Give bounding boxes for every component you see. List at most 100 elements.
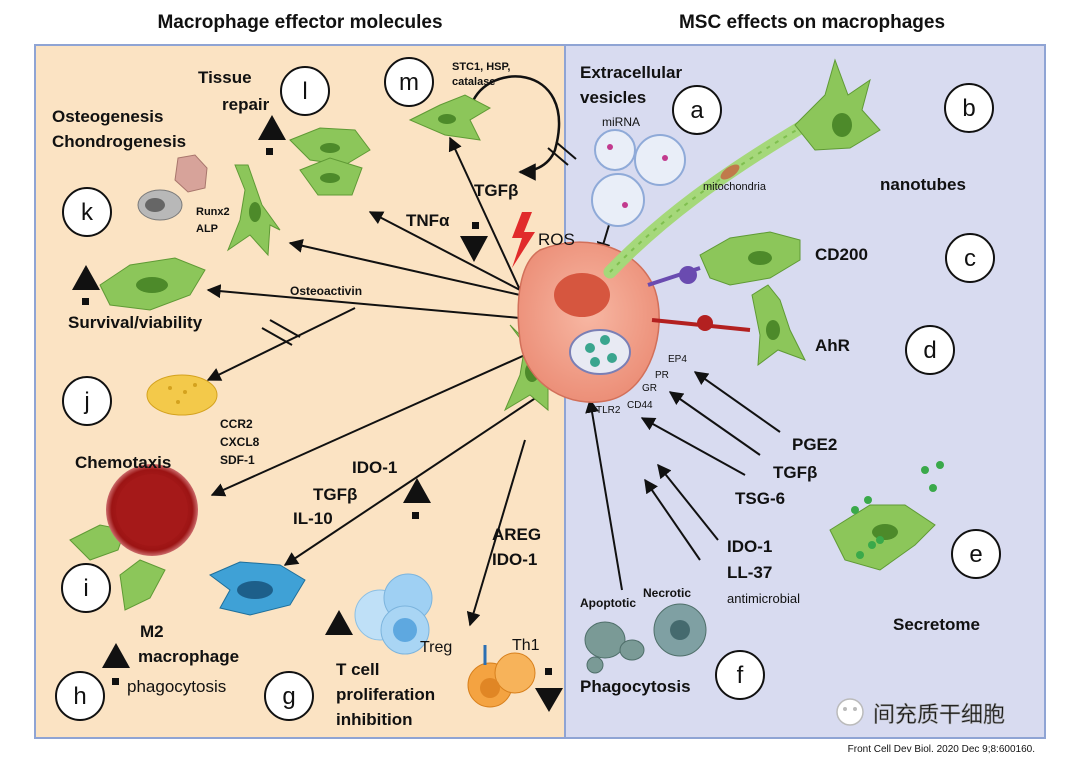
label-sdf1: SDF-1 <box>220 453 255 467</box>
label-m2: M2 <box>140 622 164 641</box>
panel-i: i <box>83 575 88 602</box>
label-inhibition: inhibition <box>336 710 412 729</box>
label-stc1: STC1, HSP, <box>452 61 511 73</box>
stc1-loop-arrow <box>468 75 561 181</box>
label-osteogenesis: Osteogenesis <box>52 107 164 126</box>
label-th1: Th1 <box>512 637 540 654</box>
label-tcell: T cell <box>336 660 379 679</box>
label-tgfb-top: TGFβ <box>474 181 518 200</box>
label-pr: PR <box>655 370 669 381</box>
label-repair: repair <box>222 95 270 114</box>
label-ido1-areg: IDO-1 <box>492 550 537 569</box>
panel-g: g <box>282 683 295 710</box>
citation: Front Cell Dev Biol. 2020 Dec 9;8:600160… <box>848 744 1035 755</box>
msc-cell-top <box>408 94 492 141</box>
label-phagocytosis-small: phagocytosis <box>127 677 226 696</box>
label-areg: AREG <box>492 525 541 544</box>
label-il10: IL-10 <box>293 509 333 528</box>
label-cd200: CD200 <box>815 245 868 264</box>
panel-e: e <box>969 541 982 568</box>
msc-cell-chemotaxis <box>69 524 166 611</box>
m2-macrophage-cell <box>209 561 306 616</box>
watermark: 间充质干细胞 <box>836 698 1005 727</box>
ahr-receptor <box>651 315 751 332</box>
right-header: MSC effects on macrophages <box>679 12 945 33</box>
label-ccr2: CCR2 <box>220 417 253 431</box>
mitochondria-shape <box>720 164 740 180</box>
panel-l: l <box>302 78 307 105</box>
apoptotic-cells <box>584 621 645 674</box>
label-alp: ALP <box>196 223 218 235</box>
panel-k: k <box>81 199 94 226</box>
label-mirna: miRNA <box>602 115 640 129</box>
label-tgfb-mid: TGFβ <box>313 485 357 504</box>
th1-cells <box>467 645 536 708</box>
label-catalase: catalase <box>452 76 495 88</box>
msc-cell-d <box>751 284 807 367</box>
msc-cell-b <box>794 58 881 151</box>
label-ros: ROS <box>538 230 575 249</box>
label-runx2: Runx2 <box>196 206 230 218</box>
watermark-text: 间充质干细胞 <box>873 702 1005 727</box>
label-tsg6: TSG-6 <box>735 489 785 508</box>
label-ev1: Extracellular <box>580 63 682 82</box>
label-proliferation: proliferation <box>336 685 435 704</box>
t-cells <box>354 573 433 655</box>
panel-letters <box>55 57 1001 721</box>
label-cd44: CD44 <box>627 400 653 411</box>
label-treg: Treg <box>420 639 452 656</box>
label-tgfb: TGFβ <box>773 463 817 482</box>
secretome-dots <box>851 461 944 559</box>
necrotic-cell <box>653 603 707 657</box>
panel-b: b <box>962 95 975 122</box>
left-header: Macrophage effector molecules <box>157 12 442 33</box>
inhibition-marks <box>261 141 577 346</box>
extracellular-vesicles <box>591 129 686 227</box>
panel-letter-text: a b c d e f g h i j k l m <box>73 69 982 710</box>
label-tnfa: TNFα <box>406 211 450 230</box>
yellow-cell-j <box>146 374 218 416</box>
label-cxcl8: CXCL8 <box>220 435 260 449</box>
left-labels: Tissue repair Osteogenesis Chondrogenesi… <box>52 61 575 729</box>
msc-cell-survival <box>99 257 206 311</box>
label-chemotaxis: Chemotaxis <box>75 453 171 472</box>
msc-cell-cluster <box>289 127 371 196</box>
panel-m: m <box>399 69 419 96</box>
panel-h: h <box>73 683 86 710</box>
label-gr: GR <box>642 383 657 394</box>
panel-c: c <box>964 245 976 272</box>
label-apoptotic: Apoptotic <box>580 596 636 610</box>
osteoblast-cells <box>137 154 208 221</box>
msc-cell-c <box>699 231 801 286</box>
label-ll37: LL-37 <box>727 563 772 582</box>
label-ahr: AhR <box>815 336 850 355</box>
label-mitochondria: mitochondria <box>703 181 767 193</box>
panel-d: d <box>923 337 936 364</box>
central-macrophage <box>517 241 660 403</box>
panel-f: f <box>737 662 744 689</box>
label-tissue: Tissue <box>198 68 252 87</box>
label-ep4: EP4 <box>668 354 687 365</box>
label-phagocytosis: Phagocytosis <box>580 677 691 696</box>
label-pge2: PGE2 <box>792 435 837 454</box>
label-tlr2: TLR2 <box>596 405 621 416</box>
cd200-receptor <box>647 266 701 287</box>
label-nanotubes: nanotubes <box>880 175 966 194</box>
label-chondrogenesis: Chondrogenesis <box>52 132 186 151</box>
label-survival: Survival/viability <box>68 313 203 332</box>
label-secretome: Secretome <box>893 615 980 634</box>
label-antimicrobial: antimicrobial <box>727 591 800 606</box>
label-necrotic: Necrotic <box>643 586 691 600</box>
ros-bolt-icon <box>512 212 535 268</box>
up-down-markers <box>72 115 563 712</box>
red-cell-chemotaxis <box>106 464 198 556</box>
panel-j: j <box>83 388 89 415</box>
panel-a: a <box>690 97 704 124</box>
label-osteoactivin: Osteoactivin <box>290 284 362 298</box>
right-labels: Extracellular vesicles miRNA mitochondri… <box>580 63 980 696</box>
label-ev2: vesicles <box>580 88 646 107</box>
msc-cell-k <box>226 164 281 257</box>
label-macrophage: macrophage <box>138 647 239 666</box>
label-ido1: IDO-1 <box>727 537 772 556</box>
